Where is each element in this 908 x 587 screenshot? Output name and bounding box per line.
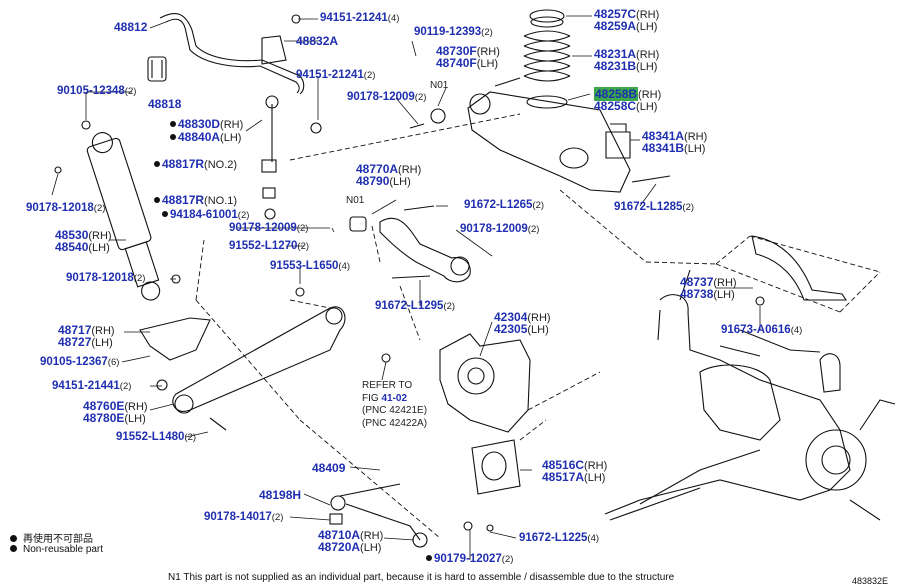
non-reusable-dot-icon xyxy=(162,211,168,217)
part-label[interactable]: 91672-L1225(4) xyxy=(519,532,600,544)
part-label[interactable]: 48540(LH) xyxy=(55,240,110,254)
refer-pnc-line: (PNC 42422A) xyxy=(362,417,428,429)
part-label[interactable]: 48738(LH) xyxy=(680,287,735,301)
part-label[interactable]: 48231A(RH) xyxy=(594,47,660,61)
part-label[interactable]: 42305(LH) xyxy=(494,322,549,336)
n1-marker: N01 xyxy=(430,80,449,91)
refer-line: REFER TO xyxy=(362,380,413,391)
part-label[interactable]: 91552-L1270(2) xyxy=(229,240,310,252)
refer-pnc-line: (PNC 42421E) xyxy=(362,405,428,416)
part-label[interactable]: 48760E(RH) xyxy=(83,399,148,413)
part-label[interactable]: 48737(RH) xyxy=(680,275,737,289)
part-label[interactable]: 48717(RH) xyxy=(58,323,115,337)
part-label[interactable]: 90178-12009(2) xyxy=(460,223,540,235)
part-label[interactable]: 48817R(NO.1) xyxy=(154,194,237,207)
legend-row-jp: 再使用不可部品 xyxy=(10,530,103,545)
part-label[interactable]: 48257C(RH) xyxy=(594,7,660,21)
non-reusable-dot-icon xyxy=(426,555,432,561)
part-label[interactable]: 91673-A0616(4) xyxy=(721,324,803,336)
part-label[interactable]: 48516C(RH) xyxy=(542,458,608,472)
part-label[interactable]: 48818 xyxy=(148,97,182,111)
part-label[interactable]: 48832A xyxy=(296,34,339,48)
part-label[interactable]: 48517A(LH) xyxy=(542,470,606,484)
part-label[interactable]: 94184-61001(2) xyxy=(162,209,249,222)
part-label[interactable]: 42304(RH) xyxy=(494,310,551,324)
part-label[interactable]: 48790(LH) xyxy=(356,174,411,188)
part-label[interactable]: 48259A(LH) xyxy=(594,19,658,33)
part-label[interactable]: 48840A(LH) xyxy=(170,131,241,144)
part-label[interactable]: 91672-L1285(2) xyxy=(614,201,695,213)
refer-to-note: REFER TO FIG 41-02 (PNC 42421E) (PNC 424… xyxy=(362,380,427,430)
part-label[interactable]: 90178-12018(2) xyxy=(66,272,146,284)
non-reusable-dot-icon xyxy=(10,545,17,552)
part-label[interactable]: 90178-12018(2) xyxy=(26,202,106,214)
part-label[interactable]: 91672-L1295(2) xyxy=(375,300,456,312)
part-label[interactable]: 90179-12027(2) xyxy=(426,553,513,566)
part-label[interactable]: 48231B(LH) xyxy=(594,59,658,73)
part-label[interactable]: 48720A(LH) xyxy=(318,540,382,554)
part-label[interactable]: 48730F(RH) xyxy=(436,44,500,58)
part-label[interactable]: 48817R(NO.2) xyxy=(154,158,237,171)
non-reusable-dot-icon xyxy=(154,197,160,203)
part-label[interactable]: 48780E(LH) xyxy=(83,411,146,425)
part-label[interactable]: 94151-21441(2) xyxy=(52,380,132,392)
part-label[interactable]: 48830D(RH) xyxy=(170,118,243,131)
non-reusable-dot-icon xyxy=(154,161,160,167)
non-reusable-dot-icon xyxy=(10,535,17,542)
footnote: N1 This part is not supplied as an indiv… xyxy=(168,572,675,583)
part-label[interactable]: 91552-L1480(2) xyxy=(116,431,197,443)
legend: 再使用不可部品 Non-reusable part xyxy=(10,530,103,558)
part-label[interactable]: 48727(LH) xyxy=(58,335,113,349)
non-reusable-dot-icon xyxy=(170,121,176,127)
n1-marker: N01 xyxy=(346,195,365,206)
part-label[interactable]: 94151-21241(2) xyxy=(296,69,376,81)
part-label[interactable]: 48740F(LH) xyxy=(436,56,499,70)
legend-row-en: Non-reusable part xyxy=(10,544,103,558)
part-label-highlighted[interactable]: 48258B(RH) xyxy=(594,87,662,101)
part-label[interactable]: 90119-12393(2) xyxy=(414,26,493,38)
part-label[interactable]: 90105-12367(6) xyxy=(40,356,120,368)
illustration-id: 483832E xyxy=(852,576,889,586)
figure-link[interactable]: 41-02 xyxy=(381,392,408,404)
part-label[interactable]: 90178-12009(2) xyxy=(347,91,427,103)
part-label[interactable]: 48341B(LH) xyxy=(642,141,706,155)
refer-figure-line: FIG 41-02 xyxy=(362,392,408,404)
part-label[interactable]: 48341A(RH) xyxy=(642,129,708,143)
part-label[interactable]: 90178-12009(2) xyxy=(229,222,309,234)
part-label[interactable]: 48530(RH) xyxy=(55,228,112,242)
part-label[interactable]: 90105-12348(2) xyxy=(57,85,137,97)
part-label[interactable]: 91672-L1265(2) xyxy=(464,199,545,211)
part-label[interactable]: 48812 xyxy=(114,20,148,34)
part-label[interactable]: 94151-21241(4) xyxy=(320,12,400,24)
part-label[interactable]: 48409 xyxy=(312,461,346,475)
part-label[interactable]: 48770A(RH) xyxy=(356,162,422,176)
non-reusable-dot-icon xyxy=(170,134,176,140)
part-label[interactable]: 48258C(LH) xyxy=(594,99,658,113)
part-label[interactable]: 48198H xyxy=(259,488,302,502)
part-label[interactable]: 48710A(RH) xyxy=(318,528,384,542)
part-label[interactable]: 90178-14017(2) xyxy=(204,511,284,523)
part-label[interactable]: 91553-L1650(4) xyxy=(270,260,351,272)
